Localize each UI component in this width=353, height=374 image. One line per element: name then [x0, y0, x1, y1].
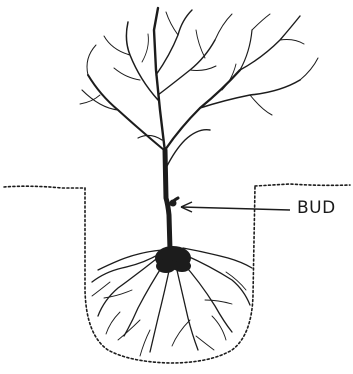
bud-label: BUD: [297, 200, 336, 217]
bud: [170, 200, 177, 207]
bud-marker: [170, 200, 291, 213]
ground-line-left: [4, 186, 85, 188]
branches: [80, 8, 318, 168]
root-crown: [155, 246, 191, 273]
ground-line-right: [255, 184, 350, 186]
bud-arrow-shaft: [181, 207, 290, 210]
